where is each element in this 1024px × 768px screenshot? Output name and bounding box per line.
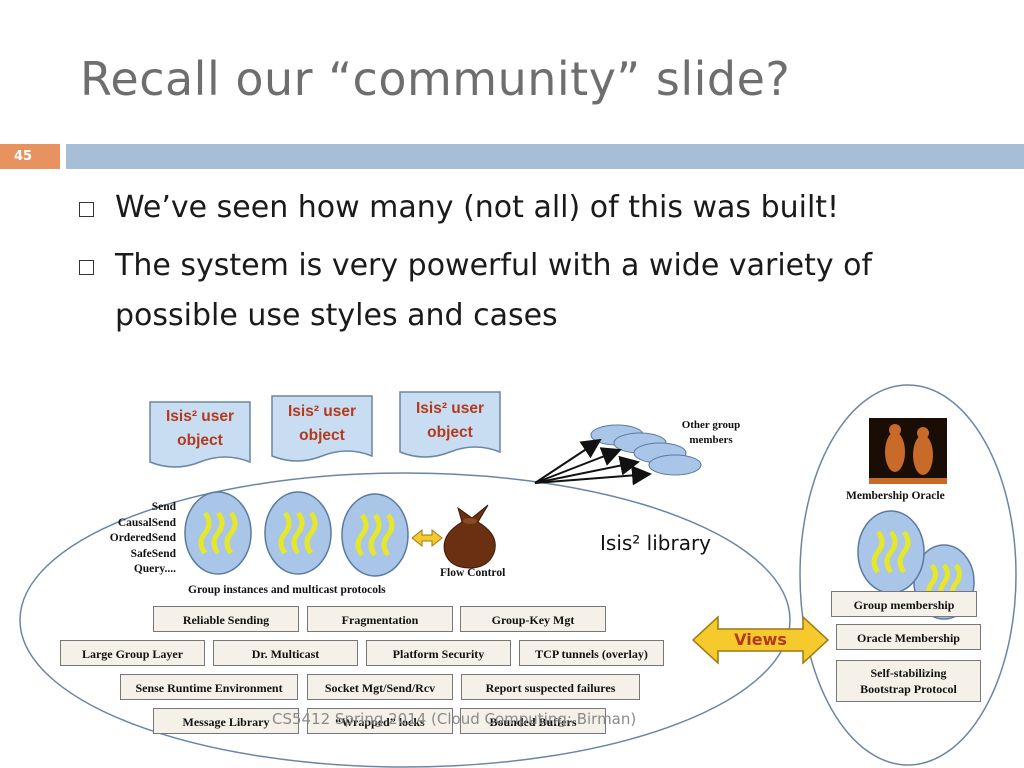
user-object-shape-3 xyxy=(399,391,501,458)
views-double-arrow xyxy=(691,615,830,665)
slide-number: 45 xyxy=(0,144,60,169)
module-tcp-tunnels: TCP tunnels (overlay) xyxy=(519,640,664,666)
library-ellipse xyxy=(19,472,791,768)
module-socket-mgt: Socket Mgt/Send/Rcv xyxy=(307,674,453,700)
send-op: Query.... xyxy=(133,563,176,575)
send-op: SafeSend xyxy=(130,547,176,560)
module-group-membership: Group membership xyxy=(831,591,977,617)
module-report-failures: Report suspected failures xyxy=(461,674,640,700)
module-platform-security: Platform Security xyxy=(366,640,511,666)
module-message-library: Message Library xyxy=(153,708,299,734)
flow-control-label: Flow Control xyxy=(440,567,506,579)
module-fragmentation: Fragmentation xyxy=(307,606,453,632)
module-wrapped-locks: “Wrapped” locks xyxy=(307,708,453,734)
money-bag-icon xyxy=(443,504,496,569)
bullet-square-icon xyxy=(79,202,94,217)
module-dr-multicast: Dr. Multicast xyxy=(213,640,358,666)
bullet-1: We’ve seen how many (not all) of this wa… xyxy=(79,190,840,225)
module-oracle-membership: Oracle Membership xyxy=(836,624,981,650)
slide-title: Recall our “community” slide? xyxy=(80,52,791,106)
module-reliable-sending: Reliable Sending xyxy=(153,606,299,632)
bullet-2-text: The system is very powerful with a wide … xyxy=(115,248,873,283)
group-instance-2 xyxy=(264,491,332,575)
group-instances-label: Group instances and multicast protocols xyxy=(188,584,386,596)
module-large-group-layer: Large Group Layer xyxy=(60,640,205,666)
oracle-ellipse xyxy=(799,384,1017,766)
send-op: Send xyxy=(151,501,176,513)
module-bounded-buffers: Bounded Buffers xyxy=(460,708,606,734)
group-instance-3 xyxy=(341,493,409,577)
send-op: CausalSend xyxy=(117,516,176,529)
bullet-1-text: We’ve seen how many (not all) of this wa… xyxy=(115,190,840,225)
membership-oracle-label: Membership Oracle xyxy=(846,490,945,502)
module-group-key-mgt: Group-Key Mgt xyxy=(460,606,606,632)
oracle-instance-front xyxy=(857,510,925,594)
group-instance-1 xyxy=(184,491,252,575)
views-label: Views xyxy=(734,630,787,649)
bullet-2-continued: possible use styles and cases xyxy=(115,298,558,333)
slide-footer: CS5412 Spring 2014 (Cloud Computing: Bir… xyxy=(272,710,637,728)
group-member-4 xyxy=(648,454,702,476)
bullet-square-icon xyxy=(79,260,94,275)
user-object-shape-1 xyxy=(149,401,251,468)
oracle-picture xyxy=(869,418,947,484)
user-object-shape-2 xyxy=(271,395,373,462)
module-sense-runtime: Sense Runtime Environment xyxy=(120,674,298,700)
flow-double-arrow xyxy=(411,528,443,548)
header-bar xyxy=(66,144,1024,169)
send-operations-list: Send CausalSend OrderedSend SafeSend Que… xyxy=(80,500,176,578)
bullet-2: The system is very powerful with a wide … xyxy=(79,248,873,283)
library-label: Isis² library xyxy=(600,531,712,555)
send-op: OrderedSend xyxy=(109,532,176,544)
